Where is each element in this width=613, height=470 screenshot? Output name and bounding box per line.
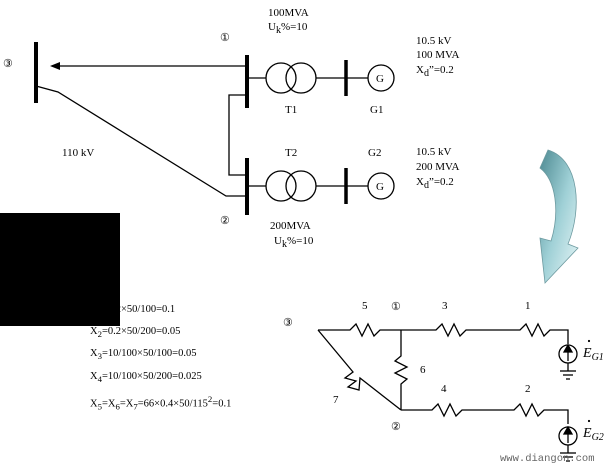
t1-winding-2 <box>285 62 317 94</box>
source-g1-dot <box>587 339 591 343</box>
g2-voltage: 10.5 kV <box>416 146 452 158</box>
eq-x3-number: 3 <box>442 300 448 312</box>
t2-uk: Uk%=10 <box>274 235 314 250</box>
eq-node-1-label: ① <box>391 301 401 313</box>
bus-2-label: ② <box>220 215 230 227</box>
g1-name: G1 <box>370 104 383 116</box>
eq-bottom-wire <box>401 402 569 424</box>
eq-x2-number: 2 <box>525 383 531 395</box>
g2-name: G2 <box>368 147 381 159</box>
eq-node-2-label: ② <box>391 421 401 433</box>
eq-x6-number: 6 <box>420 364 426 376</box>
t2-rating: 200MVA <box>270 220 311 232</box>
t2-winding-2 <box>285 170 317 202</box>
eq-x5-number: 5 <box>362 300 368 312</box>
equation-x3: X3=10/100×50/100=0.05 <box>90 348 197 362</box>
eq-reactance-6 <box>393 330 409 410</box>
equation-x4: X4=10/100×50/200=0.025 <box>90 371 202 385</box>
redacted-block <box>0 213 120 326</box>
arrow-head <box>50 62 60 70</box>
line-voltage-label: 110 kV <box>62 147 94 159</box>
eq-x4-number: 4 <box>441 383 447 395</box>
eq-top-wire <box>318 322 569 344</box>
tie-bus1-bus2 <box>228 94 247 176</box>
g2-rating: 200 MVA <box>416 161 460 173</box>
equation-x5-x6-x7: X5=X6=X7=66×0.4×50/1152=0.1 <box>90 394 232 412</box>
g2-circle <box>367 172 395 200</box>
eq-x1-number: 1 <box>525 300 531 312</box>
source-g1-arrow-head <box>562 343 574 353</box>
g2-symbol: G <box>376 181 384 193</box>
g1-voltage: 10.5 kV <box>416 35 452 47</box>
t2-name: T2 <box>285 147 297 159</box>
t1-name: T1 <box>285 104 297 116</box>
t1-uk: Uk%=10 <box>268 21 308 36</box>
equation-x2: X2=0.2×50/200=0.05 <box>90 326 181 340</box>
eq-reactance-7 <box>317 329 402 411</box>
line-bus3-bus2 <box>35 85 247 197</box>
source-g2-label: EG2 <box>582 426 604 443</box>
equivalent-circuit <box>317 322 578 462</box>
source-g1-label: EG1 <box>582 346 604 363</box>
source-g2-dot <box>587 419 591 423</box>
eq-x7-number: 7 <box>333 394 339 406</box>
g2-xd: Xd”=0.2 <box>416 176 454 191</box>
source-g2-arrow-head <box>562 425 574 435</box>
t2-winding-1 <box>265 170 297 202</box>
single-line-diagram <box>34 42 395 215</box>
g1-symbol: G <box>376 73 384 85</box>
t1-winding-1 <box>265 62 297 94</box>
eq-node-3-label: ③ <box>283 317 293 329</box>
g1-rating: 100 MVA <box>416 49 460 61</box>
g1-xd: Xd”=0.2 <box>416 64 454 79</box>
curved-transform-arrow <box>539 149 579 284</box>
g1-circle <box>367 64 395 92</box>
equation-x1: X1=0.2×50/100=0.1 <box>90 304 176 318</box>
t1-rating: 100MVA <box>268 7 309 19</box>
bus-1-label: ① <box>220 32 230 44</box>
bus-3-label: ③ <box>3 58 13 70</box>
watermark: www.diangon.com <box>500 453 595 465</box>
